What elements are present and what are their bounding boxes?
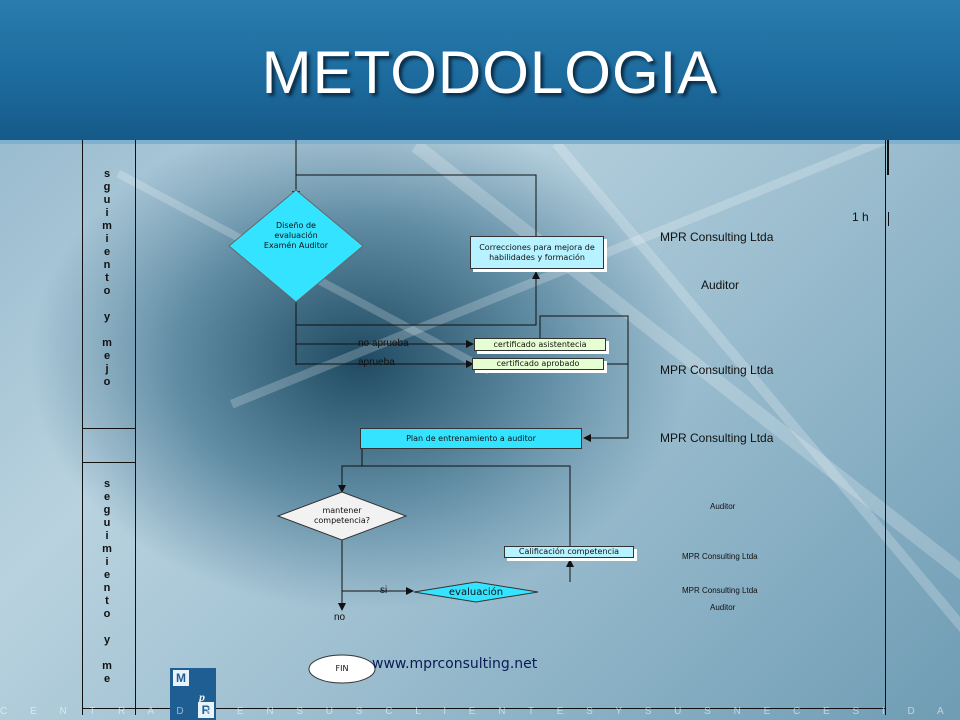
- connector-si: [341, 540, 414, 595]
- box-certificado-asistencia: certificado asistentecia: [474, 338, 606, 351]
- lane-divider: [82, 462, 136, 463]
- lane-divider: [82, 428, 136, 429]
- responsible-7: MPR Consulting Ltda: [682, 586, 758, 595]
- lane-border-right-top: [887, 140, 889, 175]
- label-aprueba: aprueba: [358, 357, 395, 368]
- decision-mantener-competencia: [276, 491, 408, 541]
- mpr-logo: M p R: [170, 668, 216, 720]
- mantener-competencia-text: mantener competencia?: [314, 506, 370, 525]
- logo-letter-r: R: [198, 702, 214, 718]
- connector-to-correcciones: [296, 271, 540, 326]
- footer-strip: C E N T R A D O E N S U S C L I E N T E …: [0, 706, 960, 717]
- responsible-6: MPR Consulting Ltda: [682, 552, 758, 561]
- terminator-fin: [308, 654, 376, 684]
- evaluacion-text: evaluación: [448, 587, 504, 598]
- slide-header: METODOLOGIA: [0, 0, 960, 144]
- fin-text: FIN: [335, 664, 349, 673]
- lane-border-inner: [135, 140, 136, 715]
- logo-letter-p: p: [199, 690, 205, 704]
- lane-label-seguimiento-1: s g u i m i e n t o y m e j o: [102, 168, 112, 388]
- slide-title: METODOLOGIA: [261, 39, 719, 106]
- shape-evaluacion: [413, 581, 539, 603]
- connector-loop-top: [296, 174, 537, 238]
- label-si: si: [380, 585, 388, 596]
- label-no-aprueba: no aprueba: [358, 338, 409, 349]
- decision-diseno-evaluacion: [228, 189, 364, 303]
- diseno-evaluacion-text: Diseño de evaluación Examén Auditor: [263, 221, 329, 250]
- box-correcciones: Correcciones para mejora de habilidades …: [470, 236, 604, 269]
- label-no: no: [334, 612, 346, 623]
- responsible-5: Auditor: [710, 502, 736, 511]
- connector-plan-to-mantener: [338, 449, 363, 493]
- lane-bottom: [82, 708, 886, 709]
- connector-calificacion-up: [362, 465, 571, 546]
- website-link[interactable]: www.mprconsulting.net: [372, 656, 538, 672]
- responsible-3: MPR Consulting Ltda: [660, 363, 774, 377]
- lane-border-right-tick: [888, 212, 889, 226]
- lane-border-left: [82, 140, 83, 715]
- responsible-2: Auditor: [701, 278, 740, 292]
- connector-cert-asistencia: [539, 315, 629, 442]
- lane-label-seguimiento-2: s e g u i m i e n t o y m e: [102, 478, 112, 685]
- box-plan-entrenamiento: Plan de entrenamiento a auditor: [360, 428, 582, 449]
- time-label: 1 h: [852, 210, 869, 224]
- box-certificado-aprobado: certificado aprobado: [472, 358, 604, 370]
- responsible-8: Auditor: [710, 603, 736, 612]
- logo-letter-m: M: [173, 670, 189, 686]
- responsible-4: MPR Consulting Ltda: [660, 431, 774, 445]
- responsible-1: MPR Consulting Ltda: [660, 230, 774, 244]
- lane-border-right: [885, 140, 886, 715]
- box-calificacion-competencia: Calificación competencia: [504, 546, 634, 558]
